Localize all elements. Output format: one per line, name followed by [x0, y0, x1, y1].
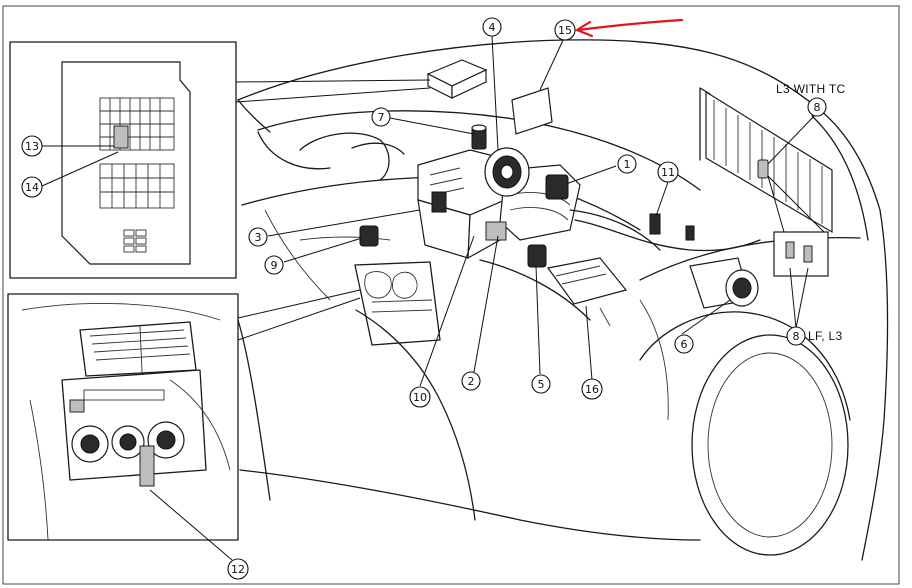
climate-inset-leader-bottom: [237, 297, 361, 341]
vehicle-outline: [237, 39, 889, 561]
callout-10-label: 10: [413, 391, 427, 404]
outer-frame: [2, 5, 900, 585]
callout-3: 3: [248, 227, 268, 247]
fuse-inset-leader-top: [235, 79, 431, 83]
callout-16: 16: [581, 378, 603, 400]
hvac-unit-assembly: [359, 147, 761, 268]
callout-3-label: 3: [255, 231, 262, 244]
callout-7: 7: [371, 107, 391, 127]
callout-1-label: 1: [624, 158, 631, 171]
callout-16-label: 16: [585, 383, 599, 396]
climate-inset-leader-top: [237, 289, 361, 319]
climate-control-inset: [7, 293, 239, 561]
callout-14: 14: [21, 176, 43, 198]
red-annotation-arrow: [574, 18, 684, 38]
part-15-module: [511, 87, 553, 135]
callout-14-label: 14: [25, 181, 39, 194]
callout-4: 4: [482, 17, 502, 37]
part-11-switch: [649, 213, 695, 241]
callout-8-bottom: 8: [786, 326, 806, 346]
callout-11: 11: [657, 161, 679, 183]
callout-6-label: 6: [681, 338, 688, 351]
part-16-panel: [546, 257, 628, 327]
callout-7-label: 7: [378, 111, 385, 124]
part-6-compressor: [689, 257, 759, 309]
callout-1: 1: [617, 154, 637, 174]
callout-9: 9: [264, 255, 284, 275]
callout-4-label: 4: [489, 21, 496, 34]
part-7-sensor: [471, 124, 487, 150]
callout-13-label: 13: [25, 140, 39, 153]
callout-9-label: 9: [271, 259, 278, 272]
callout-5: 5: [531, 374, 551, 394]
fuse-box-inset: [9, 41, 237, 279]
callout-5-label: 5: [538, 378, 545, 391]
note-lf-l3: LF, L3: [808, 329, 843, 343]
callout-11-label: 11: [661, 166, 675, 179]
condenser: [699, 87, 833, 234]
callout-8-top-label: 8: [814, 101, 821, 114]
callout-6: 6: [674, 334, 694, 354]
note-l3-with-tc: L3 WITH TC: [776, 82, 845, 96]
callout-leaders: [267, 35, 817, 387]
callout-12: 12: [227, 558, 249, 580]
callout-13: 13: [21, 135, 43, 157]
callout-15-label: 15: [558, 24, 572, 37]
callout-8-bottom-label: 8: [793, 330, 800, 343]
fuse-block-location: [426, 59, 488, 99]
callout-2-label: 2: [468, 375, 475, 388]
fuse-inset-leader-bottom: [235, 87, 431, 103]
callout-10: 10: [409, 386, 431, 408]
callout-15: 15: [554, 19, 576, 41]
callout-12-label: 12: [231, 563, 245, 576]
callout-2: 2: [461, 371, 481, 391]
part-8-sensor-detail: [767, 175, 829, 277]
callout-8-top: 8: [807, 97, 827, 117]
